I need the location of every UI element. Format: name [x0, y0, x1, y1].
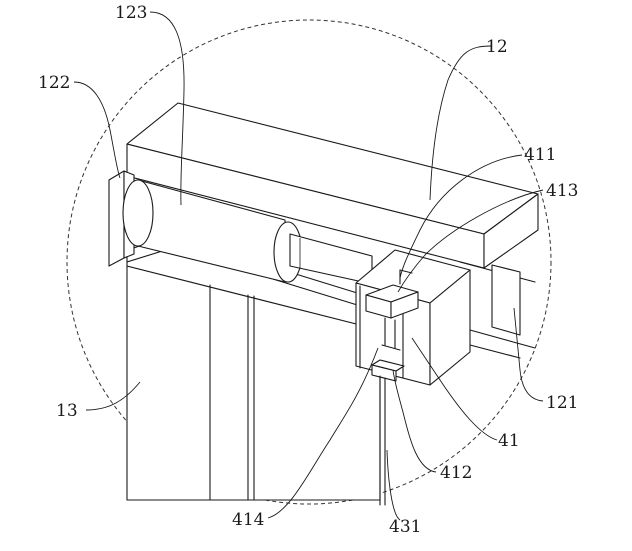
label-122: 122 [38, 73, 70, 93]
clamp-412 [371, 344, 405, 382]
rail-12 [126, 102, 539, 283]
label-431: 431 [389, 517, 421, 537]
detail-circle [66, 19, 552, 505]
reference-labels: 123 12 122 411 413 13 121 41 412 414 431 [38, 3, 578, 537]
cylinder-123 [122, 179, 373, 285]
label-414: 414 [232, 510, 264, 530]
leader-lines [73, 11, 544, 521]
label-41: 41 [498, 431, 520, 451]
label-411: 411 [524, 145, 556, 165]
guide-121 [469, 264, 536, 359]
clamp-413 [365, 269, 419, 349]
post-431 [379, 375, 386, 506]
label-123: 123 [115, 3, 147, 23]
label-413: 413 [546, 181, 578, 201]
label-121: 121 [546, 393, 578, 413]
label-13: 13 [56, 401, 78, 421]
label-412: 412 [440, 463, 472, 483]
label-12: 12 [486, 37, 508, 57]
